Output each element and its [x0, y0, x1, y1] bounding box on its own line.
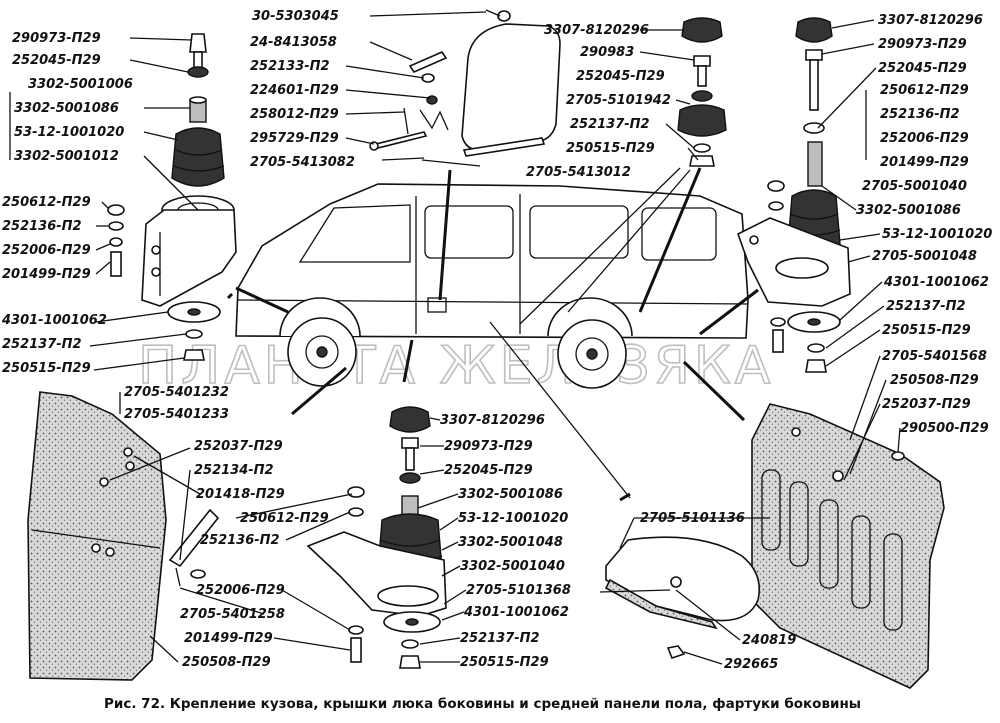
part-label: 3302-5001012	[14, 149, 119, 164]
part-label: 3302-5001006	[28, 77, 133, 92]
right-mudflap	[751, 403, 945, 689]
part-label: 252045-П29	[878, 61, 967, 76]
part-label: 290973-П29	[444, 439, 533, 454]
part-label: 252137-П2	[886, 299, 966, 314]
hatch-cover-assembly	[369, 9, 561, 157]
right-mount-assembly	[737, 17, 851, 373]
van-body-drawing	[235, 183, 749, 389]
part-label: 2705-5401258	[180, 607, 285, 622]
part-label: 252137-П2	[2, 337, 82, 352]
part-label: 252136-П2	[2, 219, 82, 234]
part-label: 250612-П29	[2, 195, 91, 210]
part-label: 250508-П29	[890, 373, 979, 388]
part-label: 252134-П2	[194, 463, 274, 478]
part-label: 252037-П29	[882, 397, 971, 412]
part-label: 3307-8120296	[544, 23, 649, 38]
part-label: 250508-П29	[182, 655, 271, 670]
part-label: 250612-П29	[240, 511, 329, 526]
floor-hatch-cover	[604, 536, 761, 659]
part-label: 3302-5001086	[14, 101, 119, 116]
part-label: 53-12-1001020	[458, 511, 568, 526]
part-label: 252045-П29	[12, 53, 101, 68]
part-label: 3307-8120296	[878, 13, 983, 28]
part-label: 252133-П2	[250, 59, 330, 74]
part-label: 2705-5001048	[872, 249, 977, 264]
part-label: 252137-П2	[570, 117, 650, 132]
part-label: 292665	[724, 657, 778, 672]
part-label: 224601-П29	[250, 83, 339, 98]
part-label: 290973-П29	[12, 31, 101, 46]
part-label: 2705-5413012	[526, 165, 631, 180]
part-label: 252045-П29	[444, 463, 533, 478]
part-label: 250515-П29	[2, 361, 91, 376]
part-label: 252006-П29	[2, 243, 91, 258]
part-label: 3302-5001086	[458, 487, 563, 502]
part-label: 290973-П29	[878, 37, 967, 52]
part-label: 201499-П29	[2, 267, 91, 282]
part-label: 252136-П2	[880, 107, 960, 122]
part-label: 250515-П29	[882, 323, 971, 338]
part-label: 250515-П29	[566, 141, 655, 156]
part-label: 30-5303045	[252, 9, 339, 24]
part-label: 4301-1001062	[1, 313, 107, 328]
part-label: 252037-П29	[194, 439, 283, 454]
part-label: 258012-П29	[250, 107, 339, 122]
part-label: 53-12-1001020	[882, 227, 992, 242]
part-label: 290500-П29	[900, 421, 989, 436]
part-label: 250515-П29	[460, 655, 549, 670]
part-label: 295729-П29	[250, 131, 339, 146]
part-label: 250612-П29	[880, 83, 969, 98]
part-label: 3302-5001086	[856, 203, 961, 218]
left-mount-assembly	[107, 33, 237, 361]
part-label: 290983	[580, 45, 634, 60]
part-label: 2705-5401568	[882, 349, 987, 364]
part-label: 252045-П29	[576, 69, 665, 84]
part-label: 2705-5001040	[862, 179, 967, 194]
part-label: 3307-8120296	[440, 413, 545, 428]
watermark-text: ПЛАНЕТА ЖЕЛЕЗЯКА	[138, 336, 774, 396]
part-labels: 290973-П29 252045-П29 3302-5001006 3302-…	[1, 9, 992, 672]
part-label: 252006-П29	[880, 131, 969, 146]
part-label: 2705-5101136	[640, 511, 745, 526]
part-label: 4301-1001062	[883, 275, 989, 290]
figure-caption: Рис. 72. Крепление кузова, крышки люка б…	[104, 696, 861, 712]
part-label: 3302-5001048	[458, 535, 563, 550]
part-label: 252136-П2	[200, 533, 280, 548]
part-label: 2705-5101942	[566, 93, 671, 108]
assembly-leaders	[226, 159, 759, 502]
floor-panel-mount-stack	[677, 17, 727, 167]
part-label: 2705-5401233	[124, 407, 229, 422]
center-mount-assembly	[306, 406, 447, 669]
left-mudflap	[27, 391, 220, 681]
part-label: 2705-5413082	[250, 155, 355, 170]
part-label: 2705-5401232	[124, 385, 229, 400]
part-label: 252137-П2	[460, 631, 540, 646]
label-leader-lines	[9, 11, 901, 665]
part-label: 201499-П29	[880, 155, 969, 170]
part-label: 53-12-1001020	[14, 125, 124, 140]
part-label: 3302-5001040	[460, 559, 565, 574]
part-label: 240819	[742, 633, 796, 648]
part-label: 201418-П29	[196, 487, 285, 502]
part-label: 201499-П29	[184, 631, 273, 646]
part-label: 2705-5101368	[466, 583, 571, 598]
part-label: 252006-П29	[196, 583, 285, 598]
part-label: 4301-1001062	[463, 605, 569, 620]
part-label: 24-8413058	[250, 35, 337, 50]
